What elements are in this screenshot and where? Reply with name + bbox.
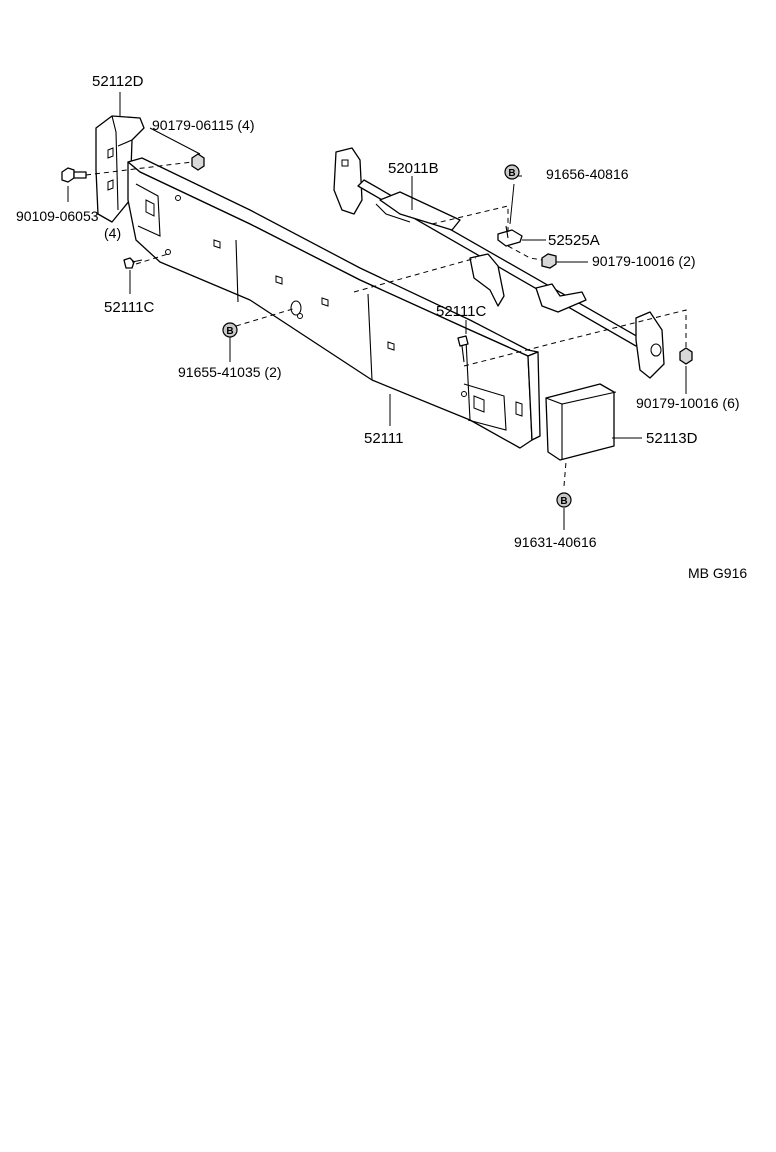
left-end-cap-52112D: [95, 115, 145, 223]
label-52111: 52111: [364, 430, 404, 447]
nut-90179-06115: [191, 153, 205, 171]
bolt-52111C-left: [123, 257, 143, 269]
svg-text:B: B: [508, 168, 515, 179]
badge-b-91655: B: [222, 322, 238, 338]
label-90179-10016-2: 90179-10016 (2): [592, 253, 696, 269]
label-52111C-left: 52111C: [104, 299, 154, 316]
label-52113D: 52113D: [646, 430, 698, 447]
clip-52525A: [497, 225, 523, 247]
label-52112D: 52112D: [92, 73, 144, 90]
label-52111C-mid: 52111C: [436, 303, 486, 320]
badge-b-91631: B: [556, 492, 572, 508]
svg-text:B: B: [226, 326, 233, 337]
nut-90179-10016-6: [679, 347, 693, 365]
label-91631-40616: 91631-40616: [514, 534, 597, 550]
bolt-90109-06053: [61, 167, 87, 183]
svg-text:B: B: [560, 496, 567, 507]
label-91656-40816: 91656-40816: [546, 166, 629, 182]
nut-90179-10016-2: [541, 253, 557, 269]
label-52525A: 52525A: [548, 232, 600, 249]
label-90179-06115: 90179-06115 (4): [152, 117, 254, 133]
diagram-code: MB G916: [688, 565, 747, 581]
label-91655-41035: 91655-41035 (2): [178, 364, 282, 380]
label-52011B: 52011B: [388, 160, 439, 177]
label-90109-06053-qty: (4): [104, 225, 121, 241]
badge-b-91656: B: [504, 164, 520, 180]
bumper-arm-52011B: [333, 147, 665, 379]
dash-lines: [85, 161, 687, 487]
bolt-52111C-mid: [457, 335, 469, 363]
label-90109-06053: 90109-06053: [16, 208, 99, 224]
label-90179-10016-6: 90179-10016 (6): [636, 395, 740, 411]
right-end-cap-52113D: [545, 383, 617, 461]
bumper-reinforcement-52111: [127, 157, 541, 449]
